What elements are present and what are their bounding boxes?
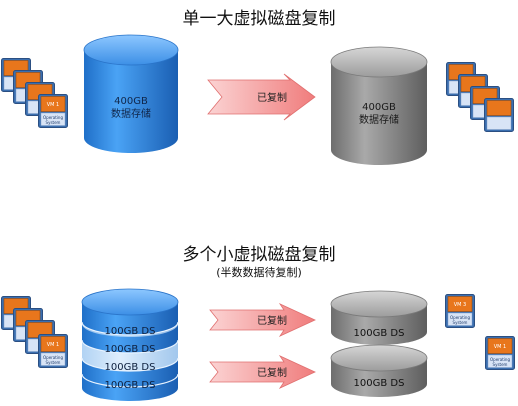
vm-stack-left-1: VM 1 Operating System [1, 58, 68, 128]
vm-stack-right-1 [446, 62, 514, 132]
replicated-arrow-1: 已复制 [207, 73, 316, 121]
vm-label: VM 1 [47, 102, 60, 108]
section1-title: 单一大虚拟磁盘复制 [182, 9, 336, 29]
target-disk-size: 400GB [362, 102, 396, 113]
target-disk-400gb: 400GB 数据存储 [330, 46, 428, 165]
source-disk-segmented: 100GB DS 100GB DS 100GB DS 100GB DS [81, 288, 179, 401]
vm-card-right-a: VM 3 Operating System [445, 294, 475, 328]
vm-os-line2: System [453, 320, 468, 325]
vm-os-line2: System [46, 120, 61, 125]
segment-label-2: 100GB DS [105, 344, 156, 355]
target-disk-a-label: 100GB DS [354, 328, 405, 339]
target-disk-b: 100GB DS [330, 344, 428, 397]
target-disk-a: 100GB DS [330, 290, 428, 345]
vm-os-line1: Operating [450, 315, 470, 320]
arrow-label: 已复制 [257, 314, 287, 327]
target-disk-b-label: 100GB DS [354, 378, 405, 389]
segment-label-3: 100GB DS [105, 362, 156, 373]
vm-os-line1: Operating [43, 115, 63, 120]
vm-stack-left-2: VM 1 Operating System [1, 296, 68, 368]
vm-label: VM 1 [494, 344, 507, 350]
target-disk-label: 数据存储 [359, 113, 399, 126]
vm-os-line2: System [493, 362, 508, 367]
vm-card-right-b: VM 1 Operating System [485, 336, 515, 370]
segment-label-1: 100GB DS [105, 326, 156, 337]
vm-os-line1: Operating [43, 355, 63, 360]
source-disk-label: 数据存储 [111, 107, 151, 120]
arrow-label: 已复制 [257, 366, 287, 379]
vm-os-line1: Operating [490, 357, 510, 362]
replicated-arrow-2: 已复制 [209, 303, 316, 337]
source-disk-size: 400GB [114, 96, 148, 107]
source-disk-400gb: 400GB 数据存储 [83, 34, 179, 153]
vm-label: VM 3 [454, 302, 467, 308]
segment-label-4: 100GB DS [105, 380, 156, 391]
arrow-label: 已复制 [257, 91, 287, 104]
vm-label: VM 1 [47, 342, 60, 348]
section2-subtitle: (半数数据待复制) [216, 266, 302, 279]
section2-title: 多个小虚拟磁盘复制 [182, 245, 336, 265]
replicated-arrow-3: 已复制 [209, 355, 316, 389]
vm-os-line2: System [46, 360, 61, 365]
